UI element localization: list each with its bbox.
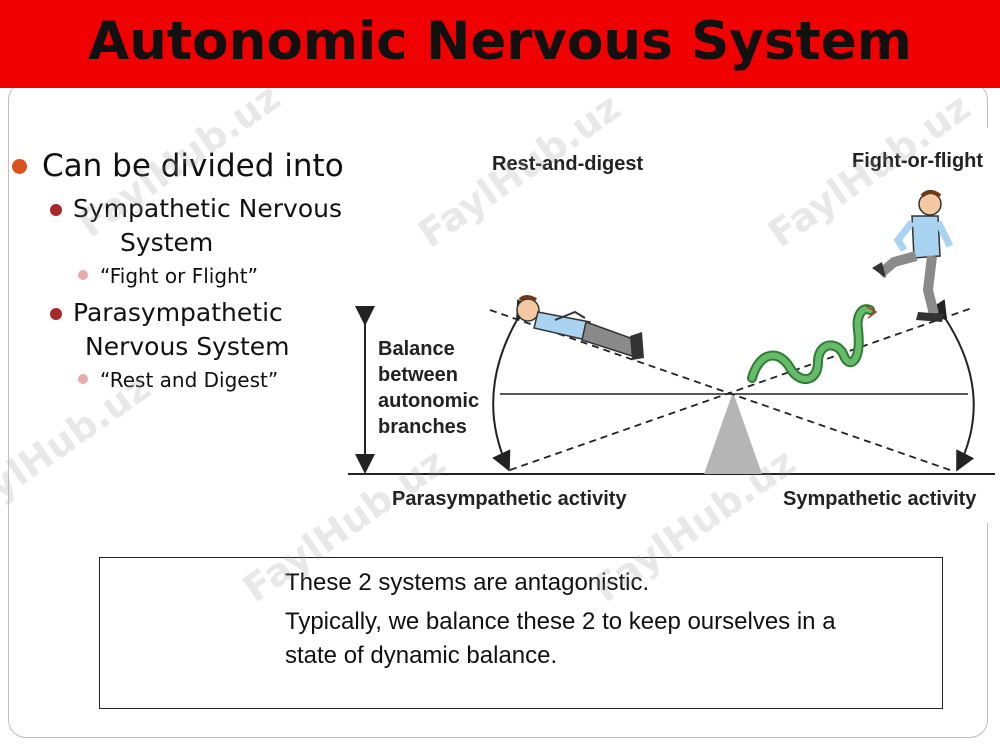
- bullet-dot-main: [12, 159, 27, 174]
- callout-box: These 2 systems are antagonistic. Typica…: [99, 557, 943, 709]
- slide-title: Autonomic Nervous System: [88, 10, 912, 72]
- bullet-dot-parasympathetic: [50, 308, 62, 320]
- snake-icon: [747, 304, 878, 384]
- label-rest-and-digest: Rest-and-digest: [492, 153, 643, 175]
- bullet-parasympathetic-line1: Parasympathetic: [73, 298, 283, 327]
- reclining-person-icon: [516, 295, 644, 360]
- bullet-parasympathetic-line2: Nervous System: [85, 332, 290, 361]
- label-balance-line1: Balance: [378, 338, 455, 360]
- label-fight-or-flight: Fight-or-flight: [852, 150, 983, 172]
- bullet-dot-sympathetic: [50, 204, 62, 216]
- bullet-fight-or-flight: “Fight or Flight”: [100, 264, 258, 288]
- bullet-sympathetic-line2: System: [120, 228, 214, 257]
- running-person-icon: [872, 190, 954, 322]
- label-parasympathetic-activity: Parasympathetic activity: [392, 488, 627, 510]
- label-balance-line4: branches: [378, 416, 467, 438]
- callout-line1: These 2 systems are antagonistic.: [285, 569, 650, 596]
- callout-line2: Typically, we balance these 2 to keep ou…: [285, 608, 836, 635]
- label-sympathetic-activity: Sympathetic activity: [783, 488, 977, 510]
- bullet-rest-and-digest: “Rest and Digest”: [100, 368, 279, 392]
- arc-arrow-right: [927, 299, 975, 472]
- bullet-dot-fight: [78, 270, 88, 280]
- diagram-background: [345, 128, 1000, 523]
- fulcrum-triangle: [704, 392, 762, 474]
- seesaw-line-fight: [509, 307, 973, 471]
- seesaw-line-rest: [489, 309, 951, 471]
- bullet-main: Can be divided into:: [42, 148, 345, 184]
- bullet-dot-rest: [78, 374, 88, 384]
- label-balance-line2: between: [378, 364, 458, 386]
- label-balance-line3: autonomic: [378, 390, 479, 412]
- bullet-sympathetic-line1: Sympathetic Nervous: [73, 194, 342, 223]
- arc-arrow-left: [492, 299, 535, 472]
- bullet-list: Can be divided into: Sympathetic Nervous…: [0, 140, 345, 420]
- callout-line3: state of dynamic balance.: [285, 642, 558, 669]
- title-bar: Autonomic Nervous System: [0, 0, 1000, 88]
